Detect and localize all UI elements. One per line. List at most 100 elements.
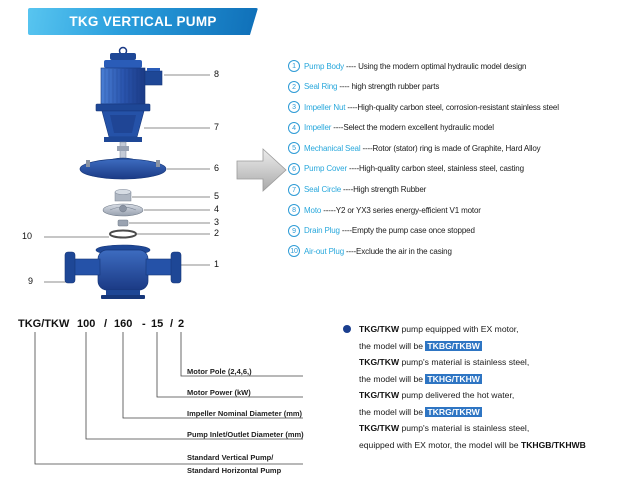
part-item: 3 Impeller Nut ----High-quality carbon s… <box>288 101 614 114</box>
note-condition: TKG/TKW pump's material is stainless ste… <box>341 420 613 437</box>
model-code-separator: / <box>170 318 174 330</box>
note-text: pump's material is stainless steel, <box>399 423 530 433</box>
pump-exploded-diagram: 8 7 6 5 4 3 2 1 10 9 <box>18 42 253 314</box>
note-text: pump delivered the hot water, <box>399 390 515 400</box>
pump-body <box>64 244 182 299</box>
diagram-label-1: 1 <box>214 259 220 269</box>
pump-shaft <box>117 141 129 161</box>
note-text: the model will be <box>359 406 426 417</box>
part-item: 6 Pump Cover ----High-quality carbon ste… <box>288 162 614 175</box>
model-code-separator: / <box>104 318 108 330</box>
model-code-series: TKG/TKW <box>18 318 70 330</box>
brand-code: TKG/TKW <box>359 390 400 400</box>
model-connector-lines <box>34 332 303 465</box>
motor-bracket <box>101 110 145 142</box>
part-description: ----Empty the pump case once stopped <box>341 226 475 236</box>
note-item: TKG/TKW pump delivered the hot water, th… <box>341 387 613 420</box>
annotation-standard-horizontal: Standard Horizontal Pump <box>187 466 282 475</box>
page-title-banner: TKG VERTICAL PUMP <box>28 8 258 35</box>
note-condition: TKG/TKW pump delivered the hot water, <box>341 387 613 404</box>
note-condition: TKG/TKW pump equipped with EX motor, <box>341 321 613 338</box>
part-name: Drain Plug <box>304 226 340 236</box>
part-name: Impeller Nut <box>304 102 346 112</box>
part-name: Pump Cover <box>304 164 347 174</box>
brand-code: TKG/TKW <box>359 324 400 334</box>
model-code-separator: - <box>142 318 146 330</box>
impeller-nut <box>117 219 129 227</box>
motor <box>95 46 163 112</box>
part-number-badge: 3 <box>288 101 300 114</box>
part-number-badge: 7 <box>288 183 300 196</box>
pump-cover <box>79 157 167 180</box>
diagram-label-7: 7 <box>214 122 220 132</box>
part-description: ----High-quality carbon steel, corrosion… <box>347 102 559 112</box>
model-code-impeller: 160 <box>114 318 133 330</box>
diagram-label-5: 5 <box>214 191 220 201</box>
note-text: pump equipped with EX motor, <box>399 324 519 334</box>
model-code-power: 15 <box>151 318 164 330</box>
part-description: ---- high strength rubber parts <box>339 82 440 92</box>
part-name: Moto <box>304 205 322 215</box>
part-description: ----Exclude the air in the casing <box>346 246 452 256</box>
note-text: the model will be <box>359 340 426 351</box>
model-code-breakdown: TKG/TKW 100 / 160 - 15 / 2 Motor Pole (2… <box>15 316 317 494</box>
page-title: TKG VERTICAL PUMP <box>69 14 217 29</box>
note-result: equipped with EX motor, the model will b… <box>341 437 613 454</box>
model-code-pole: 2 <box>178 318 185 330</box>
part-number-badge: 5 <box>288 142 300 155</box>
model-code-bold: TKHGB/TKHWB <box>520 439 586 450</box>
part-description: ----High-quality carbon steel, stainless… <box>348 164 524 174</box>
part-item: 7 Seal Circle ----High strength Rubber <box>288 183 614 196</box>
part-description: ----Select the modern excellent hydrauli… <box>333 123 494 133</box>
annotation-motor-pole: Motor Pole (2,4,6,) <box>187 367 252 376</box>
diagram-label-9: 9 <box>28 276 34 286</box>
part-name: Air-out Plug <box>304 246 344 256</box>
part-item: 1 Pump Body ---- Using the modern optima… <box>288 60 614 72</box>
annotation-standard-vertical: Standard Vertical Pump/ <box>187 453 274 462</box>
part-item: 2 Seal Ring ---- high strength rubber pa… <box>288 80 614 93</box>
part-item: 10 Air-out Plug ----Exclude the air in t… <box>288 245 614 258</box>
part-number-badge: 6 <box>288 162 300 175</box>
part-number-badge: 8 <box>288 204 300 217</box>
model-code-highlight: TKBG/TKBW <box>425 340 482 351</box>
model-variant-notes: TKG/TKW pump equipped with EX motor, the… <box>341 321 613 453</box>
part-number-badge: 2 <box>288 80 300 93</box>
seal-ring <box>109 229 137 239</box>
transition-arrow-icon <box>236 146 288 194</box>
note-result: the model will be TKHG/TKHW <box>341 371 613 388</box>
model-code-highlight: TKHG/TKHW <box>425 373 482 384</box>
part-name: Pump Body <box>304 61 345 71</box>
part-item: 8 Moto -----Y2 or YX3 series energy-effi… <box>288 204 614 217</box>
part-name: Mechanical Seal <box>304 143 361 153</box>
part-item: 9 Drain Plug ----Empty the pump case onc… <box>288 224 614 237</box>
annotation-inlet-outlet: Pump Inlet/Outlet Diameter (mm) <box>187 430 304 439</box>
part-name: Impeller <box>304 123 332 133</box>
note-text: equipped with EX motor, the model will b… <box>359 439 521 450</box>
diagram-label-4: 4 <box>214 204 220 214</box>
part-number-badge: 10 <box>288 245 300 258</box>
part-name: Seal Ring <box>304 82 338 92</box>
diagram-label-8: 8 <box>214 69 220 79</box>
part-description: ----Rotor (stator) ring is made of Graph… <box>362 143 541 153</box>
diagram-label-10: 10 <box>22 231 33 241</box>
note-condition: TKG/TKW pump's material is stainless ste… <box>341 354 613 371</box>
note-result: the model will be TKBG/TKBW <box>341 338 613 355</box>
diagram-label-2: 2 <box>214 228 220 238</box>
note-result: the model will be TKRG/TKRW <box>341 404 613 421</box>
brand-code: TKG/TKW <box>359 423 400 433</box>
leader-lines <box>44 74 210 283</box>
model-code-highlight: TKRG/TKRW <box>425 406 482 417</box>
bullet-icon <box>343 325 351 333</box>
part-description: ----High strength Rubber <box>343 185 427 195</box>
part-number-badge: 1 <box>288 60 300 72</box>
note-item: TKG/TKW pump's material is stainless ste… <box>341 354 613 387</box>
part-description: -----Y2 or YX3 series energy-efficient V… <box>323 205 481 215</box>
impeller <box>102 203 144 217</box>
part-name: Seal Circle <box>304 185 342 195</box>
part-item: 5 Mechanical Seal ----Rotor (stator) rin… <box>288 142 614 155</box>
diagram-label-6: 6 <box>214 163 220 173</box>
note-item: TKG/TKW pump equipped with EX motor, the… <box>341 321 613 354</box>
annotation-impeller-diameter: Impeller Nominal Diameter (mm) <box>187 409 303 418</box>
parts-list: 1 Pump Body ---- Using the modern optima… <box>288 60 614 266</box>
